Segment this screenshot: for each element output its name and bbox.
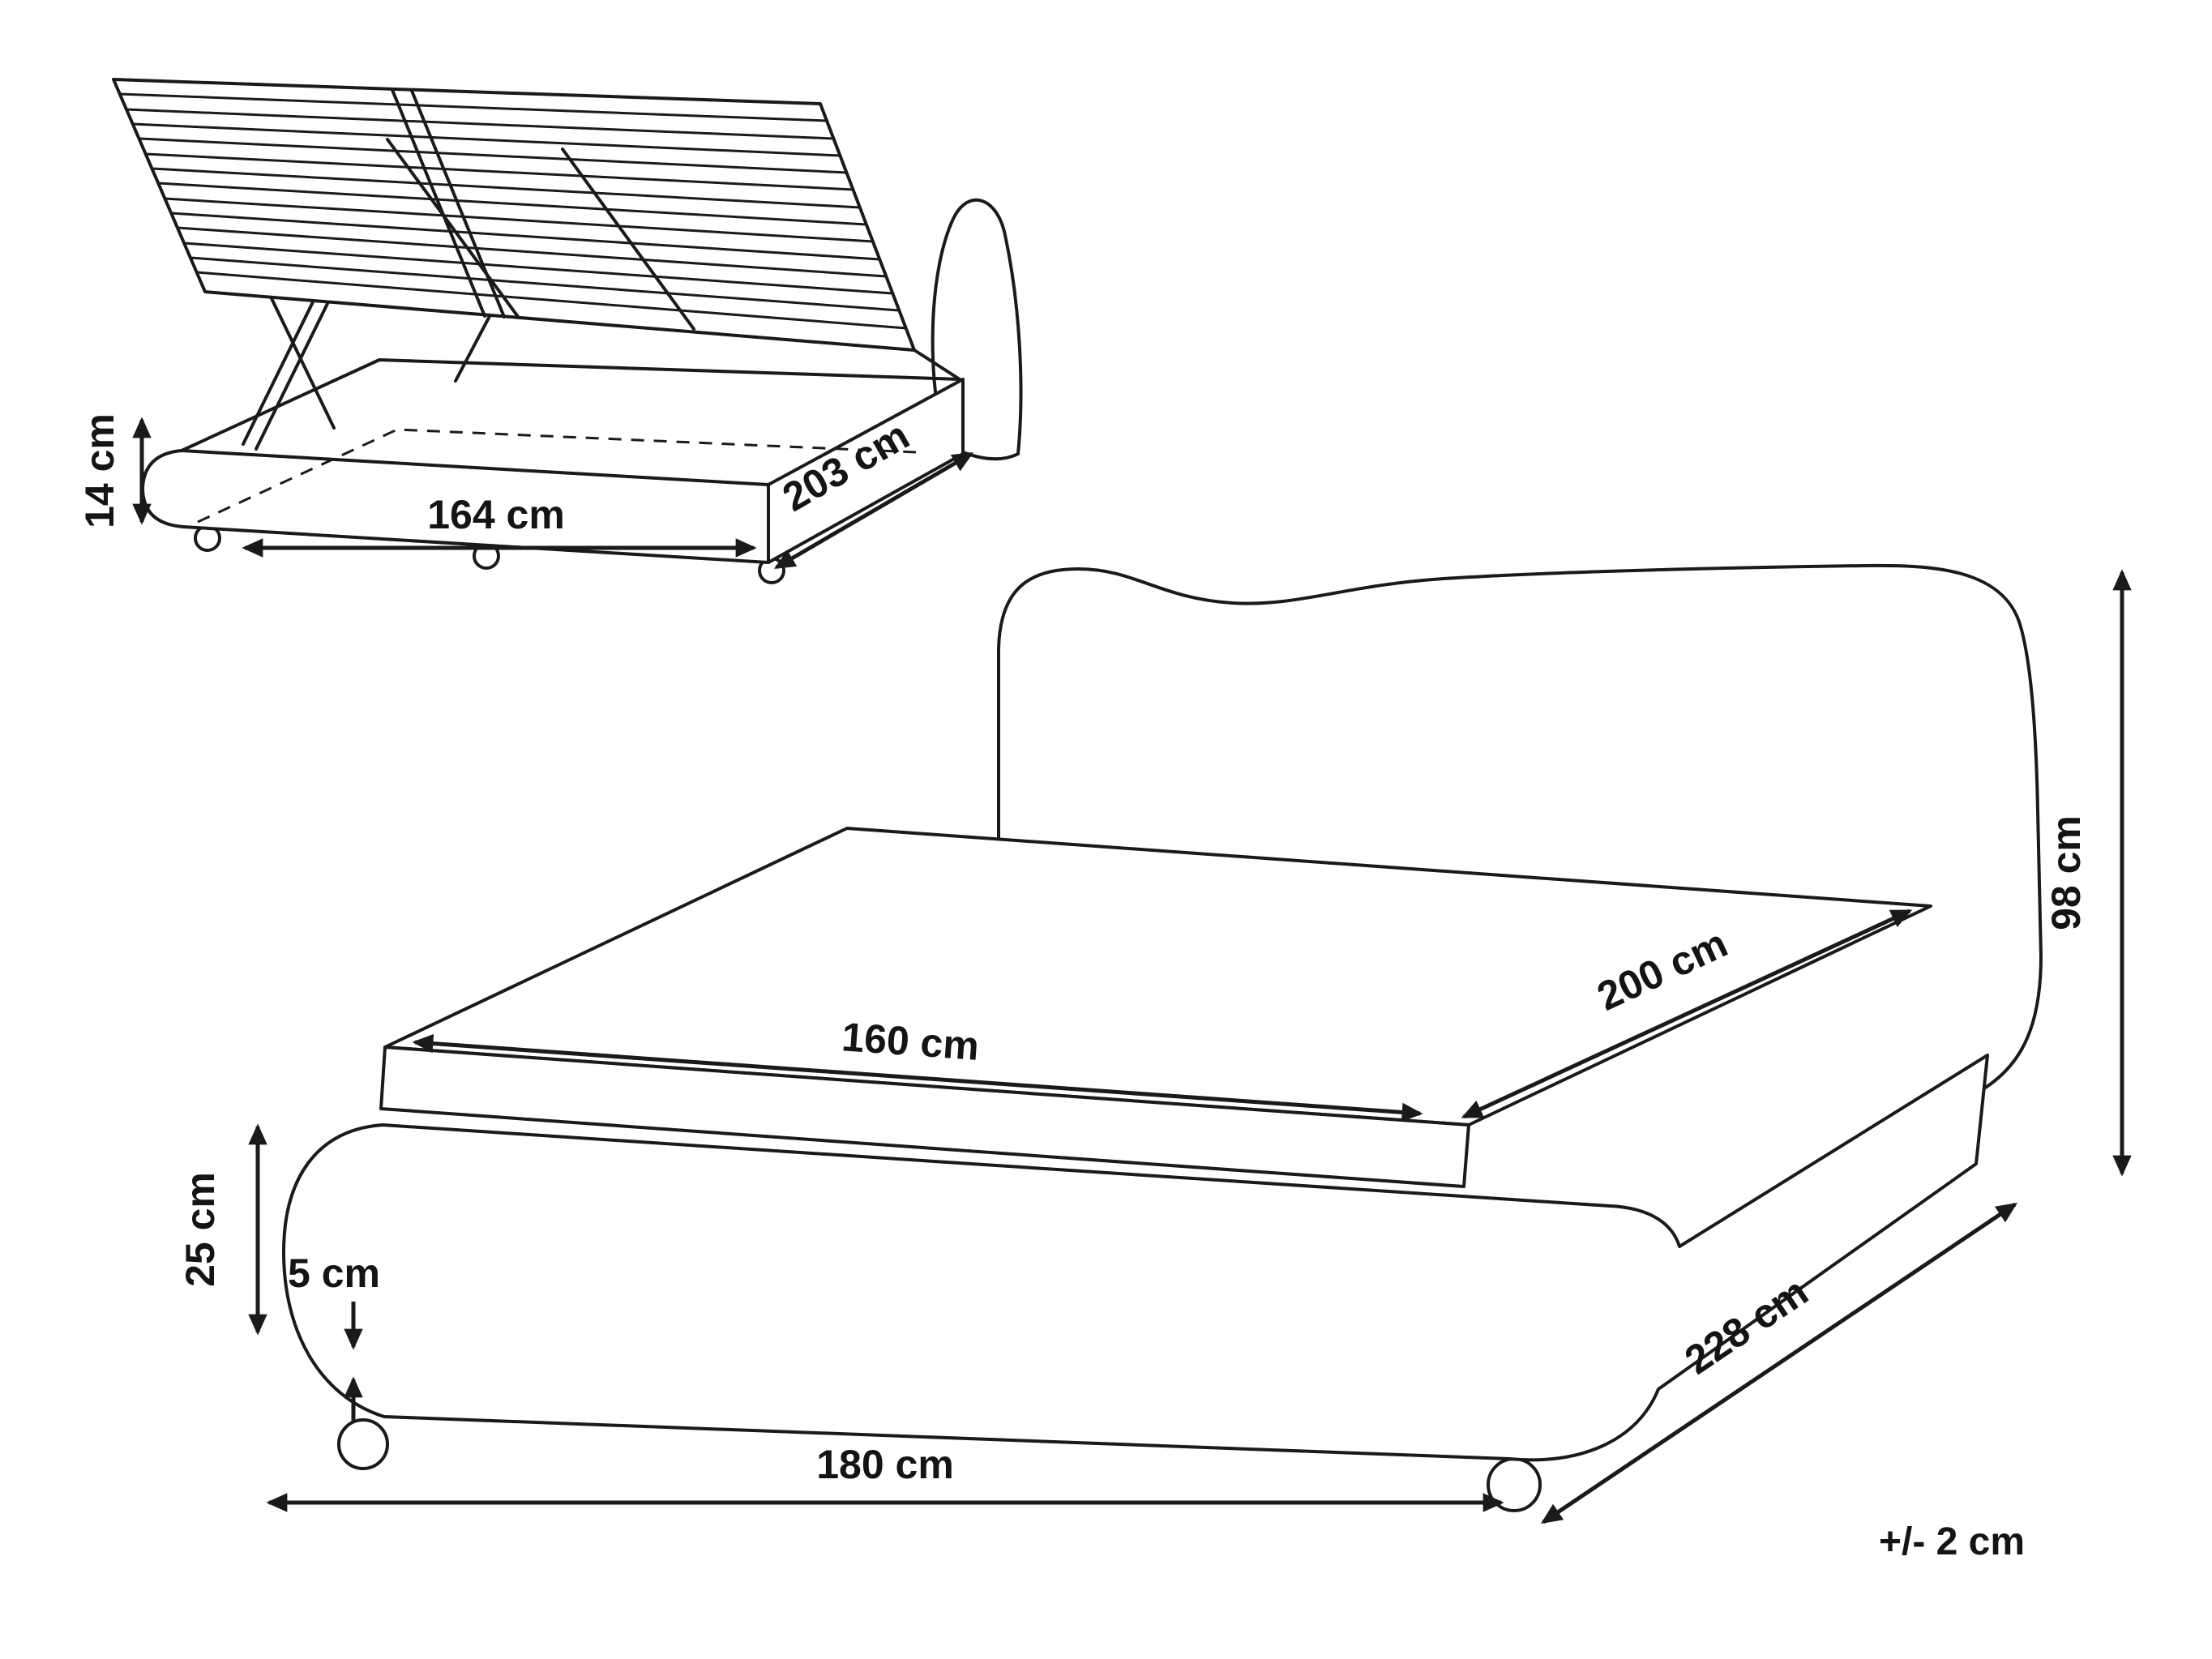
mattress-width-label: 160 cm bbox=[841, 1014, 981, 1069]
storage-height-label: 14 cm bbox=[77, 413, 122, 528]
slat-lid-rails bbox=[386, 88, 695, 331]
main-bed-drawing bbox=[282, 563, 2043, 1512]
leg-height-label: 5 cm bbox=[288, 1251, 380, 1296]
storage-box-hidden-edges bbox=[197, 428, 917, 524]
slat-lines bbox=[118, 92, 908, 330]
overall-width-label: 180 cm bbox=[816, 1442, 954, 1487]
base-height-label: 25 cm bbox=[178, 1172, 223, 1287]
headboard-height-label: 98 cm bbox=[2043, 815, 2089, 930]
storage-width-label: 164 cm bbox=[427, 492, 565, 537]
tolerance-label: +/- 2 cm bbox=[1879, 1520, 2025, 1563]
storage-view-drawing bbox=[112, 78, 1023, 584]
headboard-outline bbox=[997, 563, 2043, 1096]
headboard-fill bbox=[999, 565, 2041, 1094]
storage-box-back-rim bbox=[180, 358, 961, 452]
